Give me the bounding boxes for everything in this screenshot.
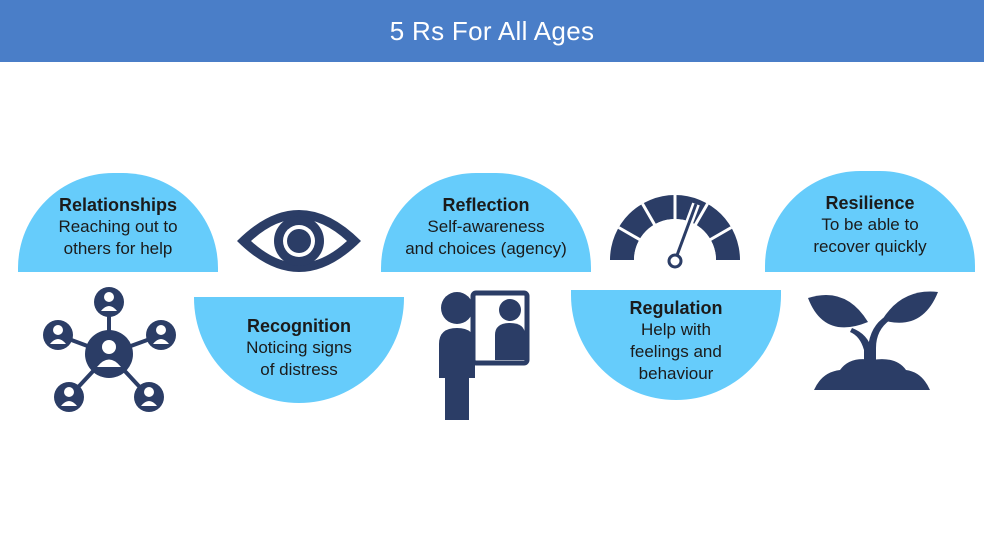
gauge-icon	[604, 194, 746, 270]
header-bar: 5 Rs For All Ages	[0, 0, 984, 62]
regulation-panel: Regulation Help with feelings and behavi…	[571, 290, 781, 400]
eye-icon	[233, 201, 365, 281]
regulation-title: Regulation	[629, 298, 723, 318]
resilience-panel: Resilience To be able to recover quickly	[765, 171, 975, 272]
recognition-panel: Recognition Noticing signs of distress	[194, 297, 404, 403]
reflection-panel: Reflection Self-awareness and choices (a…	[381, 173, 591, 272]
sprout-icon	[806, 286, 940, 392]
relationships-title: Relationships	[58, 195, 178, 215]
reflection-title: Reflection	[442, 195, 530, 215]
recognition-description: Noticing signs of distress	[246, 338, 352, 379]
recognition-title: Recognition	[247, 316, 351, 336]
reflection-description: Self-awareness and choices (agency)	[405, 217, 567, 258]
regulation-description: Help with feelings and behaviour	[630, 320, 722, 383]
page-title: 5 Rs For All Ages	[389, 15, 595, 46]
relationships-panel: Relationships Reaching out to others for…	[18, 173, 218, 272]
resilience-description: To be able to recover quickly	[813, 215, 927, 256]
relationships-description: Reaching out to others for help	[58, 217, 178, 258]
resilience-title: Resilience	[825, 193, 915, 213]
network-people-icon	[38, 284, 178, 416]
person-mirror-icon	[435, 290, 531, 422]
